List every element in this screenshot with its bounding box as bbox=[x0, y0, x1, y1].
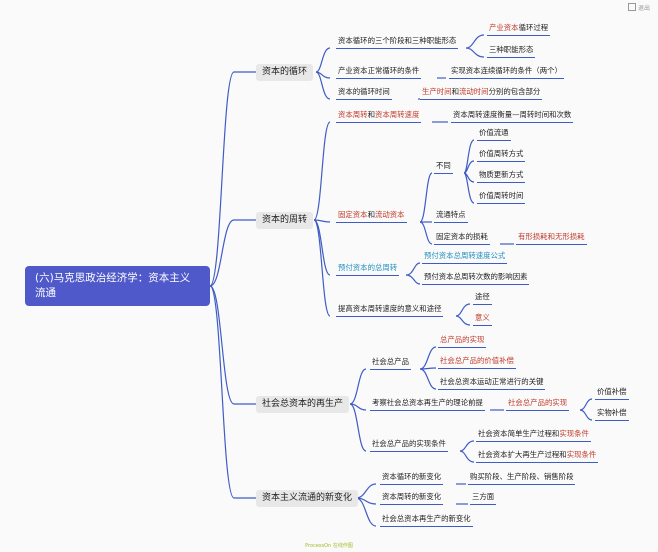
node-e3a-text: 社会资本简单生产过程和 bbox=[478, 429, 560, 438]
node-e3b[interactable]: 社会资本扩大再生产过程和实现条件 bbox=[476, 450, 599, 463]
node-d3a-teal: 预付资本总周转速度公式 bbox=[424, 251, 506, 260]
node-d2a2[interactable]: 价值周转方式 bbox=[477, 149, 526, 162]
node-e1b-red: 社会总产品的价值补偿 bbox=[440, 356, 514, 365]
node-d1-red1: 资本周转 bbox=[338, 110, 368, 119]
branch-capital-turnover[interactable]: 资本的周转 bbox=[256, 212, 314, 229]
node-d3b[interactable]: 预付资本总周转次数的影响因素 bbox=[422, 272, 530, 285]
node-d3[interactable]: 预付资本的总周转 bbox=[336, 263, 400, 276]
branch-new-changes[interactable]: 资本主义流通的新变化 bbox=[256, 490, 359, 507]
node-f3[interactable]: 社会总资本再生产的新变化 bbox=[380, 514, 473, 527]
node-e3b-text: 社会资本扩大再生产过程和 bbox=[478, 450, 567, 459]
node-f2a[interactable]: 三方面 bbox=[470, 492, 497, 505]
node-d2a3[interactable]: 物质更新方式 bbox=[477, 170, 526, 183]
node-c3[interactable]: 资本的循环时间 bbox=[336, 87, 392, 100]
node-d2-red2: 流动资本 bbox=[374, 210, 405, 219]
node-d2-mid: 和 bbox=[367, 210, 375, 219]
node-c1a[interactable]: 产业资本循环过程 bbox=[487, 23, 551, 36]
node-e1a-red: 总产品的实现 bbox=[440, 335, 485, 344]
exit-button[interactable]: 退出 bbox=[627, 3, 650, 12]
node-f1[interactable]: 资本循环的新变化 bbox=[380, 472, 444, 485]
node-d2a1[interactable]: 价值流通 bbox=[477, 128, 511, 141]
node-e3a[interactable]: 社会资本简单生产过程和实现条件 bbox=[476, 429, 591, 442]
node-d2a[interactable]: 不同 bbox=[434, 161, 453, 174]
node-c3a-red2: 流动时间 bbox=[458, 87, 489, 96]
root-node[interactable]: (六)马克思政治经济学：资本主义流通 bbox=[25, 266, 210, 306]
node-d1-mid: 和 bbox=[367, 110, 375, 119]
node-d2c1[interactable]: 有形损耗和无形损耗 bbox=[516, 232, 587, 245]
branch-social-reproduction[interactable]: 社会总资本的再生产 bbox=[256, 396, 350, 413]
node-c1b[interactable]: 三种职能形态 bbox=[487, 45, 536, 58]
node-e2a-red: 社会总产品的实现 bbox=[508, 398, 568, 407]
node-d2a4[interactable]: 价值周转时间 bbox=[477, 191, 526, 204]
node-d2[interactable]: 固定资本和流动资本 bbox=[336, 210, 407, 223]
node-c3a-red1: 生产时间 bbox=[422, 87, 452, 96]
node-d2b[interactable]: 流通特点 bbox=[434, 210, 468, 223]
node-c1[interactable]: 资本循环的三个阶段和三种职能形态 bbox=[336, 36, 459, 49]
node-e2a1[interactable]: 价值补偿 bbox=[595, 387, 629, 400]
node-d3a[interactable]: 预付资本总周转速度公式 bbox=[422, 251, 508, 264]
node-e3[interactable]: 社会总产品的实现条件 bbox=[370, 439, 448, 452]
node-c3a-mid: 和 bbox=[451, 87, 459, 96]
node-d4b-red: 意义 bbox=[475, 313, 490, 322]
node-c3a[interactable]: 生产时间和流动时间分别的包含部分 bbox=[420, 87, 543, 100]
node-e1c[interactable]: 社会总资本运动正常进行的关键 bbox=[438, 377, 546, 390]
node-c2a[interactable]: 实现资本连续循环的条件（两个） bbox=[449, 66, 564, 79]
exit-icon bbox=[627, 3, 636, 11]
branch-capital-circulation[interactable]: 资本的循环 bbox=[256, 64, 314, 81]
node-c1a-red: 产业资本 bbox=[489, 23, 519, 32]
footer-watermark: ProcessOn 在线作图 bbox=[305, 543, 353, 549]
node-d4b[interactable]: 意义 bbox=[473, 313, 492, 326]
node-f2[interactable]: 资本周转的新变化 bbox=[380, 492, 444, 505]
node-d1a[interactable]: 资本周转速度衡量—周转时间和次数 bbox=[451, 110, 574, 123]
node-d1[interactable]: 资本周转和资本周转速度 bbox=[336, 110, 422, 123]
node-d2c1-red: 有形损耗和无形损耗 bbox=[518, 232, 585, 241]
node-e2a[interactable]: 社会总产品的实现 bbox=[506, 398, 570, 411]
node-e2[interactable]: 考察社会总资本再生产的理论前提 bbox=[370, 398, 485, 411]
node-d1-red2: 资本周转速度 bbox=[374, 110, 420, 119]
node-d4[interactable]: 提高资本周转速度的意义和途径 bbox=[336, 304, 444, 317]
node-d4a[interactable]: 途径 bbox=[473, 292, 492, 305]
node-e2a2[interactable]: 实物补偿 bbox=[595, 408, 629, 421]
node-d2-red1: 固定资本 bbox=[338, 210, 368, 219]
node-e3a-red: 实现条件 bbox=[559, 429, 589, 438]
node-e3b-red: 实现条件 bbox=[566, 450, 597, 459]
exit-label: 退出 bbox=[637, 5, 650, 12]
node-c3a-tail: 分别的包含部分 bbox=[488, 87, 541, 96]
node-e1[interactable]: 社会总产品 bbox=[370, 357, 411, 370]
node-d3-teal: 预付资本的总周转 bbox=[338, 263, 398, 272]
node-e1b[interactable]: 社会总产品的价值补偿 bbox=[438, 356, 516, 369]
node-c1a-text: 循环过程 bbox=[518, 23, 549, 32]
node-d2c[interactable]: 固定资本的损耗 bbox=[434, 232, 490, 245]
node-c2[interactable]: 产业资本正常循环的条件 bbox=[336, 66, 422, 79]
node-f1a[interactable]: 购买阶段、生产阶段、销售阶段 bbox=[468, 472, 576, 485]
node-e1a[interactable]: 总产品的实现 bbox=[438, 335, 487, 348]
